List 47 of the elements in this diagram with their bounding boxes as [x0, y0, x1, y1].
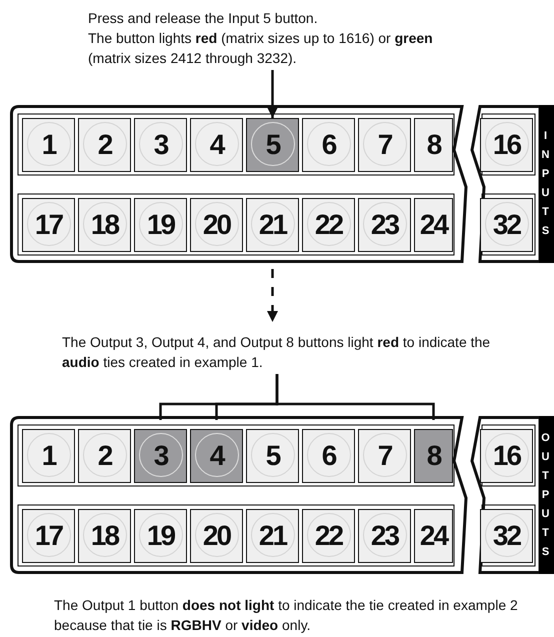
numbered-button: 21: [246, 509, 299, 563]
numbered-button: 4: [190, 429, 243, 483]
numbered-button: 6: [302, 429, 355, 483]
button-panel: [10, 416, 554, 574]
numbered-button: 6: [302, 118, 355, 172]
numbered-button: 16: [480, 118, 533, 172]
numbered-button: 19: [134, 198, 187, 252]
numbered-button: 3: [134, 118, 187, 172]
numbered-button: 24: [414, 509, 453, 563]
arrow: [266, 70, 278, 118]
numbered-button: 20: [190, 509, 243, 563]
numbered-button: 5: [246, 118, 299, 172]
numbered-button: 8: [414, 429, 453, 483]
numbered-button: 2: [78, 429, 131, 483]
numbered-button: 23: [358, 509, 411, 563]
instruction-text: The Output 3, Output 4, and Output 8 buttons light red to indicate the audio ties created in example 1.: [62, 333, 492, 372]
numbered-button: 5: [246, 429, 299, 483]
numbered-button: 23: [358, 198, 411, 252]
instruction-text: Press and release the Input 5 button.: [88, 9, 319, 28]
numbered-button: 2: [78, 118, 131, 172]
numbered-button: 8: [414, 118, 453, 172]
numbered-button: 1: [22, 429, 75, 483]
numbered-button: 22: [302, 198, 355, 252]
numbered-button: 24: [414, 198, 453, 252]
numbered-button: 32: [480, 509, 533, 563]
numbered-button: 18: [78, 198, 131, 252]
numbered-button: 17: [22, 509, 75, 563]
numbered-button: 18: [78, 509, 131, 563]
numbered-button: 16: [480, 429, 533, 483]
numbered-button: 7: [358, 118, 411, 172]
numbered-button: 1: [22, 118, 75, 172]
numbered-button: 3: [134, 429, 187, 483]
numbered-button: 21: [246, 198, 299, 252]
button-panel: [10, 105, 554, 263]
note-text: The Output 1 button does not light to indicate the tie created in example 2 because that tie is RGBHV or video only.: [54, 596, 519, 635]
bracket-line: [276, 374, 435, 420]
instruction-text: The button lights red (matrix sizes up to 1616) or green (matrix sizes 2412 through 3232).: [88, 29, 434, 68]
panel-label: OUTPUTS: [541, 430, 550, 560]
numbered-button: 20: [190, 198, 243, 252]
panel-label: INPUTS: [541, 129, 550, 239]
numbered-button: 7: [358, 429, 411, 483]
numbered-button: 19: [134, 509, 187, 563]
numbered-button: 4: [190, 118, 243, 172]
numbered-button: 32: [480, 198, 533, 252]
numbered-button: 22: [302, 509, 355, 563]
dashed-arrow: [266, 269, 278, 322]
numbered-button: 17: [22, 198, 75, 252]
